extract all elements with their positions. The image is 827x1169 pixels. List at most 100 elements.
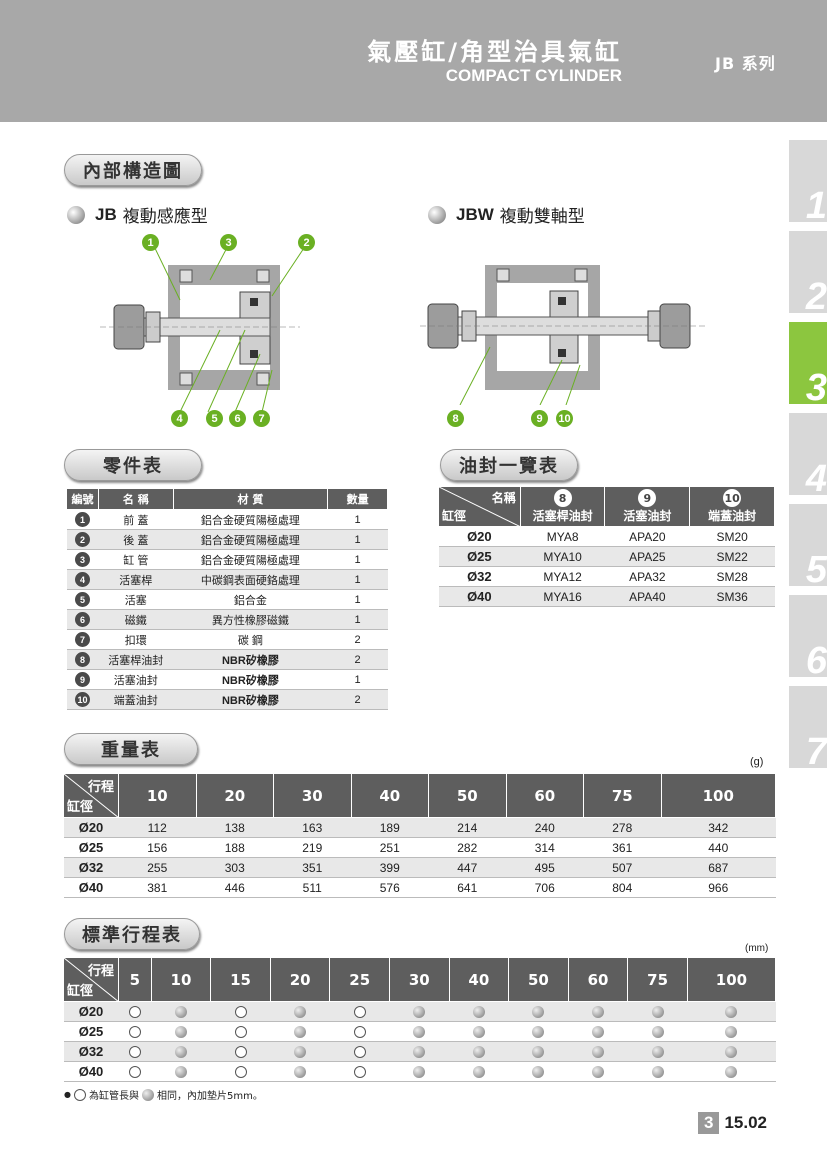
callout-1: 1 bbox=[142, 234, 159, 251]
open-circle-icon bbox=[73, 1088, 86, 1101]
stroke-col-15: 15 bbox=[210, 957, 271, 1002]
page-header: 氣壓缸/角型治具氣缸 COMPACT CYLINDER JB 系列 bbox=[0, 0, 827, 122]
open-circle-icon bbox=[234, 1046, 247, 1059]
filled-circle-icon bbox=[413, 1046, 426, 1059]
filled-circle-icon bbox=[651, 1066, 664, 1079]
weight-unit: (g) bbox=[750, 756, 764, 768]
side-tab-1[interactable]: 1 bbox=[789, 140, 827, 222]
parts-header-no: 編號 bbox=[66, 488, 99, 510]
stroke-col-30: 30 bbox=[389, 957, 450, 1002]
parts-header-qty: 數量 bbox=[327, 488, 388, 510]
table-row: Ø20 bbox=[63, 1001, 776, 1022]
side-tab-2[interactable]: 2 bbox=[789, 231, 827, 313]
filled-circle-icon bbox=[472, 1066, 485, 1079]
footnote: ● 為缸管長與 相同，內加墊片5mm。 bbox=[64, 1088, 263, 1102]
stroke-col-25: 25 bbox=[329, 957, 390, 1002]
open-circle-icon bbox=[353, 1066, 366, 1079]
filled-circle-icon bbox=[472, 1046, 485, 1059]
filled-circle-icon bbox=[174, 1026, 187, 1039]
stroke-col-75: 75 bbox=[627, 957, 688, 1002]
page-number: 3 15.02 bbox=[698, 1112, 767, 1134]
callout-8: 8 bbox=[447, 410, 464, 427]
jb-cylinder-diagram bbox=[100, 241, 305, 413]
bullet-icon bbox=[67, 205, 85, 224]
side-tab-7[interactable]: 7 bbox=[789, 686, 827, 768]
callout-10: 10 bbox=[556, 410, 573, 427]
section-structure-title: 內部構造圖 bbox=[64, 154, 202, 186]
weight-stroke-50: 50 bbox=[428, 773, 507, 818]
weight-table-title: 重量表 bbox=[64, 733, 198, 765]
filled-circle-icon bbox=[592, 1046, 605, 1059]
filled-circle-icon bbox=[174, 1066, 187, 1079]
filled-circle-icon bbox=[651, 1046, 664, 1059]
callout-9: 9 bbox=[531, 410, 548, 427]
filled-circle-icon bbox=[532, 1066, 545, 1079]
stroke-col-40: 40 bbox=[448, 957, 510, 1002]
callout-7: 7 bbox=[253, 410, 270, 427]
side-tab-6[interactable]: 6 bbox=[789, 595, 827, 677]
filled-circle-icon bbox=[413, 1026, 426, 1039]
header-series: JB 系列 bbox=[715, 54, 776, 73]
parts-header-name: 名 稱 bbox=[97, 488, 174, 510]
callout-4: 4 bbox=[171, 410, 188, 427]
filled-circle-icon bbox=[413, 1006, 426, 1019]
stroke-unit: (mm) bbox=[745, 943, 769, 954]
stroke-col-5: 5 bbox=[118, 957, 152, 1002]
parts-header-material: 材 質 bbox=[172, 488, 329, 510]
bullet-icon bbox=[428, 205, 446, 224]
weight-stroke-30: 30 bbox=[273, 773, 352, 818]
filled-circle-icon bbox=[294, 1006, 307, 1019]
stroke-table: 行程 缸徑 5 10 15 20 25 30 40 50 60 75 100 Ø… bbox=[63, 957, 777, 1082]
open-circle-icon bbox=[353, 1046, 366, 1059]
weight-stroke-20: 20 bbox=[195, 773, 274, 818]
filled-circle-icon bbox=[592, 1006, 605, 1019]
open-circle-icon bbox=[128, 1046, 141, 1059]
table-row: Ø32 bbox=[63, 1041, 776, 1062]
side-tab-5[interactable]: 5 bbox=[789, 504, 827, 586]
filled-circle-icon bbox=[651, 1006, 664, 1019]
page-number-value: 15.02 bbox=[724, 1113, 768, 1132]
open-circle-icon bbox=[234, 1006, 247, 1019]
open-circle-icon bbox=[353, 1026, 366, 1039]
filled-circle-icon bbox=[532, 1046, 545, 1059]
stroke-col-20: 20 bbox=[269, 957, 331, 1002]
filled-circle-icon bbox=[532, 1026, 545, 1039]
filled-circle-icon bbox=[592, 1026, 605, 1039]
side-tab-3[interactable]: 3 bbox=[789, 322, 827, 404]
filled-circle-icon bbox=[294, 1026, 307, 1039]
jbw-cylinder-diagram bbox=[420, 265, 705, 405]
stroke-col-10: 10 bbox=[150, 957, 212, 1002]
filled-circle-icon bbox=[725, 1026, 738, 1039]
filled-circle-icon bbox=[592, 1066, 605, 1079]
stroke-corner-header: 行程 缸徑 bbox=[63, 957, 119, 1002]
side-tab-4[interactable]: 4 bbox=[789, 413, 827, 495]
open-circle-icon bbox=[234, 1026, 247, 1039]
weight-stroke-100: 100 bbox=[660, 773, 776, 818]
open-circle-icon bbox=[128, 1026, 141, 1039]
seals-table-title: 油封一覽表 bbox=[440, 449, 578, 481]
open-circle-icon bbox=[128, 1066, 141, 1079]
callout-5: 5 bbox=[206, 410, 223, 427]
weight-stroke-60: 60 bbox=[505, 773, 584, 818]
weight-stroke-10: 10 bbox=[118, 773, 197, 818]
weight-stroke-40: 40 bbox=[350, 773, 429, 818]
